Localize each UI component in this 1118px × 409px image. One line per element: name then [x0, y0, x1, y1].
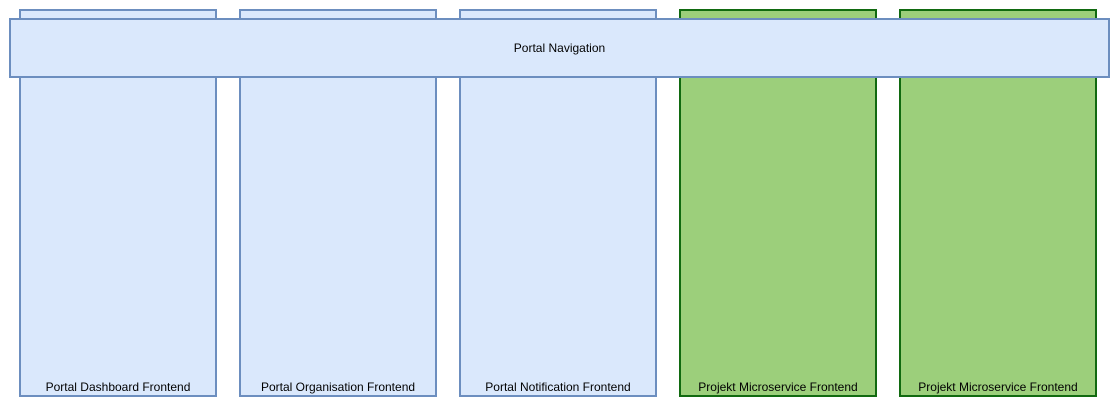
frontend-label: Portal Notification Frontend [485, 380, 631, 394]
frontend-label: Projekt Microservice Frontend [698, 380, 858, 394]
frontend-label: Projekt Microservice Frontend [918, 380, 1078, 394]
frontend-label: Portal Dashboard Frontend [45, 380, 191, 394]
portal-navigation-label: Portal Navigation [513, 41, 606, 55]
frontend-label: Portal Organisation Frontend [260, 380, 416, 394]
portal-navigation-bar: Portal Navigation [9, 18, 1110, 78]
